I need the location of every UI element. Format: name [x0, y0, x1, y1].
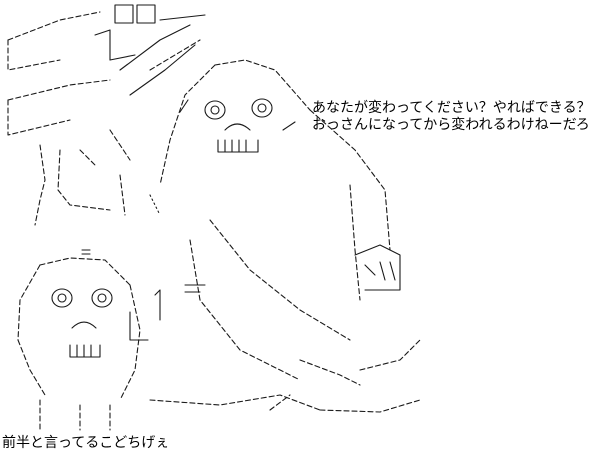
- ground-strokes: [149, 339, 421, 413]
- sound-effect-glyph: [7, 4, 206, 136]
- speech-line-1: あなたが変わってください？やればできる？: [312, 100, 591, 116]
- speech-line-2: おっさんになってから変われるわけねーだろ: [312, 117, 590, 133]
- center-figure-body: [189, 109, 401, 381]
- left-figure-body: [34, 129, 161, 226]
- caption-text: 前半と言ってるこどちげぇ: [2, 435, 170, 451]
- small-figure: [17, 249, 206, 431]
- center-figure-head: [159, 59, 311, 186]
